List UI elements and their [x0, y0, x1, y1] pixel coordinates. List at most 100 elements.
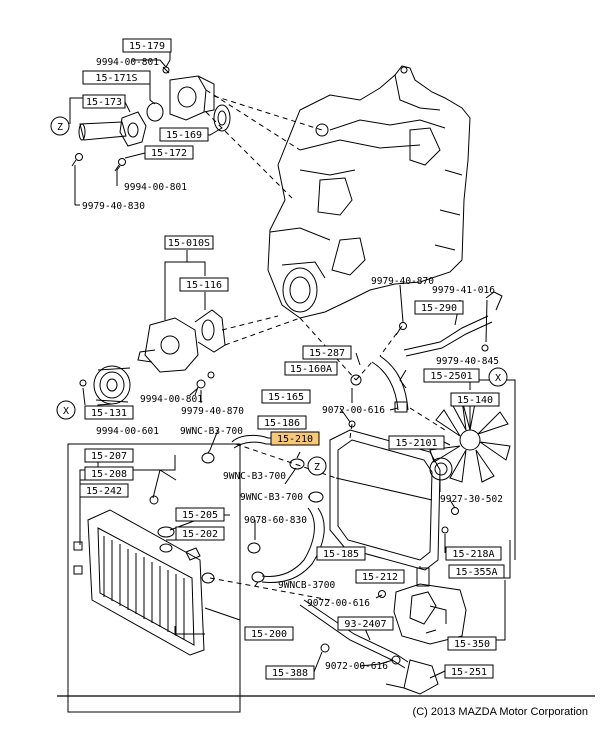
- part-label-15-202: 15-202: [175, 526, 225, 541]
- callout-circle: [307, 456, 327, 476]
- part-label-text: 15-290: [421, 303, 457, 314]
- part-label-box: [270, 431, 320, 446]
- water-pump-illustration: [79, 309, 226, 405]
- part-label-text: 15-010S: [168, 238, 210, 249]
- fastener-label-9979-40-870-b: 9979-40-870: [371, 276, 434, 287]
- part-label-box: [284, 361, 338, 376]
- fastener-label-9WNC-B3-700-a: 9WNC-B3-700: [180, 426, 243, 437]
- fastener-label-9994-00-801-c: 9994-00-801: [140, 394, 203, 405]
- part-label-box: [82, 94, 126, 109]
- part-label-15-355A: 15-355A: [448, 564, 505, 579]
- part-label-15-116: 15-116: [179, 277, 229, 292]
- callout-letter: Z: [57, 122, 63, 133]
- part-label-box: [261, 389, 311, 404]
- fastener-label-9979-40-870-a: 9979-40-870: [181, 406, 244, 417]
- part-label-15-251: 15-251: [444, 664, 494, 679]
- part-label-box: [175, 507, 225, 522]
- part-label-text: 15-131: [91, 408, 127, 419]
- part-label-box: [244, 626, 294, 641]
- dashed-connector-lines: [205, 89, 446, 601]
- fastener-label-9072-00-616-a: 9072-00-616: [322, 405, 385, 416]
- part-label-15-2101: 15-2101: [388, 435, 445, 450]
- part-label-box: [257, 415, 307, 430]
- part-label-text: 15-200: [251, 629, 287, 640]
- fan-shroud-illustration: [329, 429, 441, 571]
- part-label-box: [164, 235, 214, 250]
- part-label-text: 15-173: [86, 97, 122, 108]
- thermostat-housing-illustration: [71, 66, 231, 172]
- part-label-15-171S: 15-171S: [82, 70, 151, 85]
- callout-letter: X: [495, 373, 501, 384]
- part-label-box: [175, 526, 225, 541]
- callout-letter: X: [63, 406, 69, 417]
- fastener-label-9979-40-830: 9979-40-830: [82, 201, 145, 212]
- part-label-box: [450, 392, 500, 407]
- callout-circle: [56, 400, 76, 420]
- part-label-15-287: 15-287: [302, 345, 352, 360]
- part-label-15-210: 15-210: [270, 431, 320, 446]
- part-label-text: 15-212: [362, 572, 398, 583]
- fastener-label-9072-00-616-b: 9072-00-616: [307, 598, 370, 609]
- part-label-box: [388, 435, 445, 450]
- part-label-15-208: 15-208: [84, 466, 134, 481]
- callout-circle: [488, 367, 508, 387]
- callout-X-left: X: [56, 400, 76, 420]
- part-label-15-179: 15-179: [122, 38, 172, 53]
- fastener-label-9WNCB-3700: 9WNCB-3700: [278, 580, 335, 591]
- engine-block-illustration: [267, 65, 471, 319]
- part-label-box: [84, 466, 134, 481]
- part-label-box: [448, 564, 505, 579]
- part-label-15-160A: 15-160A: [284, 361, 338, 376]
- part-label-15-165: 15-165: [261, 389, 311, 404]
- fasteners-illustration: [201, 322, 489, 665]
- part-label-box: [79, 483, 129, 498]
- part-label-text: 15-208: [91, 469, 127, 480]
- part-label-box: [414, 300, 464, 315]
- part-label-15-388: 15-388: [265, 665, 315, 680]
- part-label-15-200: 15-200: [244, 626, 294, 641]
- part-label-box: [265, 665, 315, 680]
- part-label-93-2407: 93-2407: [337, 616, 394, 631]
- part-label-15-207: 15-207: [84, 448, 134, 463]
- part-label-box: [122, 38, 172, 53]
- part-label-15-212: 15-212: [355, 569, 405, 584]
- callout-X-right: X: [488, 367, 508, 387]
- fastener-label-9072-00-616-c: 9072-00-616: [325, 661, 388, 672]
- fastener-label-9994-00-801-b: 9994-00-801: [124, 182, 187, 193]
- part-label-text: 15-287: [309, 348, 345, 359]
- part-label-15-140: 15-140: [450, 392, 500, 407]
- part-label-text: 15-207: [91, 451, 127, 462]
- part-label-box: [82, 70, 151, 85]
- part-label-box: [179, 277, 229, 292]
- fastener-label-9078-60-830: 9078-60-830: [244, 515, 307, 526]
- coolant-reservoir-illustration: [385, 567, 467, 695]
- part-label-15-172: 15-172: [144, 145, 194, 160]
- part-label-text: 15-388: [272, 668, 308, 679]
- part-label-15-186: 15-186: [257, 415, 307, 430]
- part-label-box: [84, 448, 134, 463]
- part-label-text: 15-2501: [430, 371, 472, 382]
- part-label-text: 15-251: [451, 667, 487, 678]
- cooling-fan-illustration: [429, 397, 511, 483]
- part-label-15-290: 15-290: [414, 300, 464, 315]
- fastener-label-9979-41-016: 9979-41-016: [432, 285, 495, 296]
- part-label-box: [447, 636, 497, 651]
- part-label-text: 15-350: [454, 639, 490, 650]
- callout-circle: [50, 116, 70, 136]
- part-label-15-010S: 15-010S: [164, 235, 214, 250]
- part-label-15-185: 15-185: [316, 546, 366, 561]
- part-label-text: 15-218A: [452, 549, 494, 560]
- part-label-box: [144, 145, 194, 160]
- fastener-number-labels: 9994-00-801 9994-00-801 9979-40-830 9994-00…: [82, 57, 503, 672]
- part-label-text: 15-172: [151, 148, 187, 159]
- fastener-label-9994-00-801-a: 9994-00-801: [96, 57, 159, 68]
- part-label-box: [423, 368, 480, 383]
- part-label-text: 15-160A: [290, 364, 332, 375]
- part-label-text: 15-171S: [95, 73, 137, 84]
- part-label-box: [159, 127, 209, 142]
- hoses-illustration: [231, 291, 503, 669]
- part-label-15-242: 15-242: [79, 483, 129, 498]
- part-label-box: [337, 616, 394, 631]
